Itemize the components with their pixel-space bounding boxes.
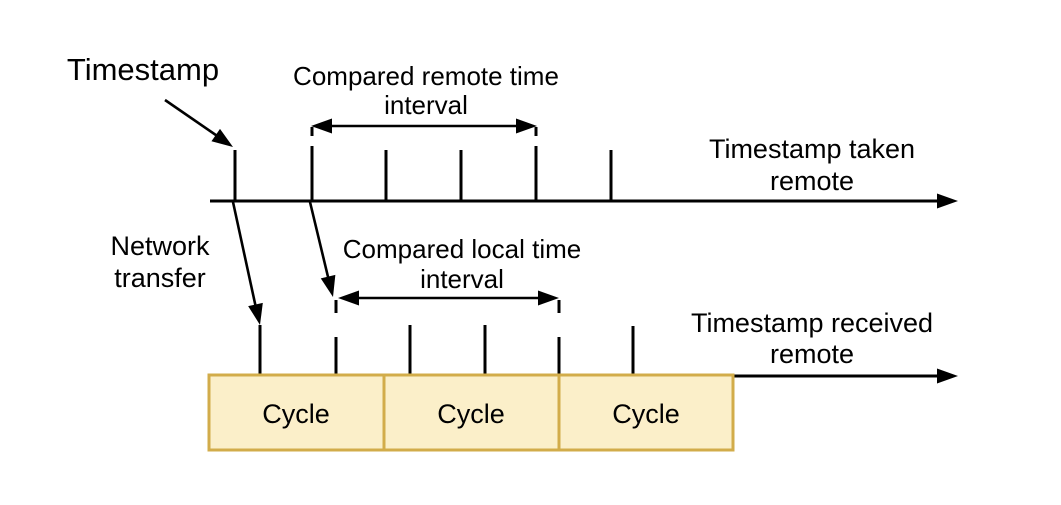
cycle-box-1: Cycle — [207, 373, 386, 452]
local-interval-right-arrowhead-icon — [538, 290, 559, 306]
cycle-box-3-label: Cycle — [612, 399, 680, 429]
local-interval-label-line2: interval — [420, 264, 504, 294]
timestamp-pointer-arrowhead-icon — [211, 128, 233, 147]
remote-interval-label-line2: interval — [384, 90, 468, 120]
network-transfer-arrowhead-2-icon — [320, 274, 336, 297]
local-interval-label-line1: Compared local time — [343, 234, 581, 264]
bottom-axis-label-line1: Timestamp received — [691, 308, 933, 338]
network-transfer-arrowhead-1-icon — [248, 302, 263, 325]
network-transfer-label-line1: Network — [110, 231, 210, 261]
top-axis-label-line1: Timestamp taken — [709, 134, 915, 164]
cycle-box-2: Cycle — [382, 373, 561, 452]
cycle-box-3-rect — [557, 373, 735, 452]
cycle-box-1-rect — [207, 373, 386, 452]
remote-timeline-arrowhead-icon — [937, 193, 958, 209]
bottom-axis-label-line2: remote — [770, 339, 854, 369]
local-timeline-arrowhead-icon — [937, 368, 958, 384]
network-transfer-label-line2: transfer — [114, 263, 206, 293]
network-transfer-arrow-1 — [231, 201, 258, 309]
timestamp-label: Timestamp — [67, 52, 219, 87]
network-transfer-arrow-2 — [308, 201, 331, 282]
cycle-box-2-label: Cycle — [437, 399, 505, 429]
top-axis-label-line2: remote — [770, 166, 854, 196]
remote-interval-label-line1: Compared remote time — [293, 61, 559, 91]
remote-interval-left-arrowhead-icon — [311, 118, 332, 134]
remote-interval-right-arrowhead-icon — [516, 118, 537, 134]
cycle-box-2-rect — [382, 373, 561, 452]
local-interval-left-arrowhead-icon — [338, 290, 359, 306]
cycle-box-3: Cycle — [557, 373, 735, 452]
cycle-box-1-label: Cycle — [262, 399, 330, 429]
